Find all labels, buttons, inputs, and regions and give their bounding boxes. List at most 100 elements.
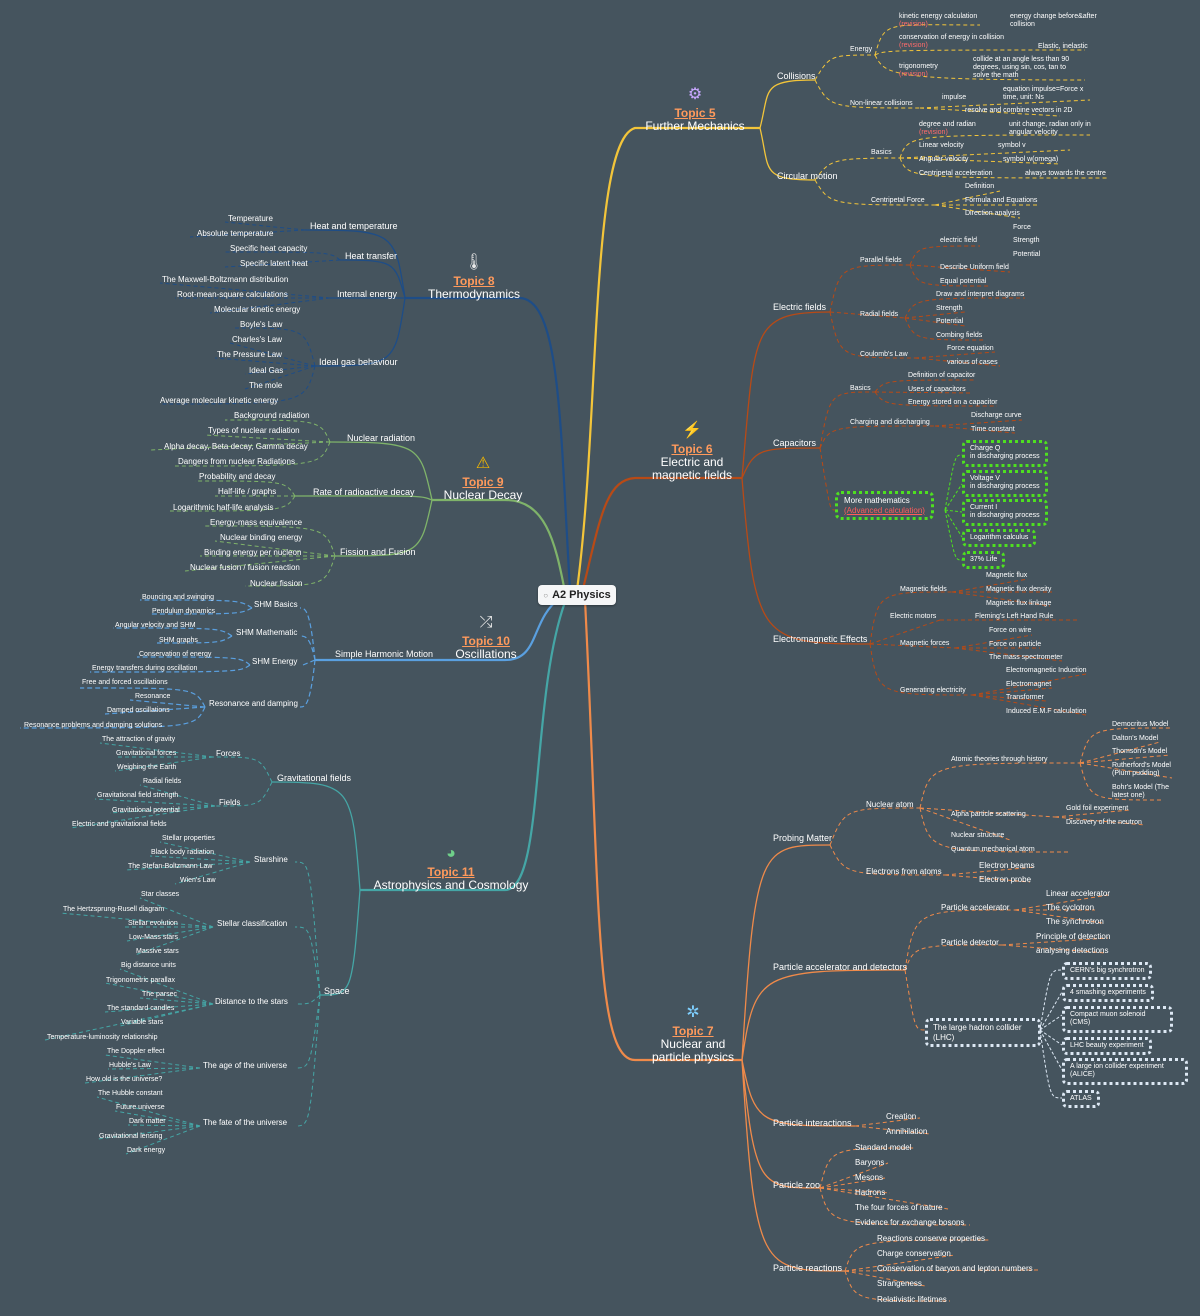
node-massive[interactable]: Massive stars [136,948,179,955]
node-creation[interactable]: Creation [886,1112,917,1121]
node-gp[interactable]: Gravitational potential [112,807,180,814]
node-temp-lum[interactable]: Temperature-luminosity relationship [47,1034,158,1041]
node-nuc-structure[interactable]: Nuclear structure [951,832,1005,839]
node-halflife[interactable]: Half-life / graphs [218,487,277,496]
node-prob[interactable]: Probability and decay [199,472,276,481]
node-force-particle[interactable]: Force on particle [989,641,1042,648]
node-linear-acc[interactable]: Linear accelerator [1046,889,1111,898]
node-force[interactable]: Force [1013,224,1031,231]
node-heat-temp[interactable]: Heat and temperature [310,221,398,231]
node-potential[interactable]: Potential [1013,251,1041,258]
node-force-eq[interactable]: Force equation [947,345,994,352]
node-abg[interactable]: Alpha decay, Beta decay, Gamma decay [164,442,308,451]
node-formula[interactable]: Formula and Equations [965,197,1038,204]
node-basics[interactable]: Basics [871,149,892,156]
node-black-body[interactable]: Black body radiation [151,849,215,856]
node-conserve-props[interactable]: Reactions conserve properties [877,1234,986,1243]
node-nonlinear[interactable]: Non-linear collisions [850,100,913,107]
node-wien[interactable]: Wien's Law [180,877,216,884]
node-c-basics[interactable]: Basics [850,385,871,392]
node-energy-stored[interactable]: Energy stored on a capacitor [908,399,998,406]
node-direction[interactable]: Direction analysis [965,210,1020,217]
node-mass-spec[interactable]: The mass spectrometer [989,654,1063,661]
node-damped[interactable]: Damped oscillations [107,707,170,714]
node-discharge-curve[interactable]: Discharge curve [971,412,1022,419]
topic-11-node[interactable]: ◕ Topic 11 Astrophysics and Cosmology [374,845,529,892]
node-cms[interactable]: Compact muon solenoid (CMS) [1062,1006,1173,1033]
node-transformer[interactable]: Transformer [1006,694,1044,701]
node-bohr[interactable]: Bohr's Model (The latest one) [1112,784,1169,800]
node-coulomb[interactable]: Coulomb's Law [860,351,908,358]
node-dark-matter[interactable]: Dark matter [129,1118,166,1125]
node-fus-fis-calc[interactable]: Nuclear fusion / fusion reaction [190,563,300,572]
node-mesons[interactable]: Mesons [855,1173,884,1182]
node-log-calc[interactable]: Logarithm calculus [962,529,1037,548]
node-deg-rad[interactable]: degree and radian(revision) [919,121,976,137]
node-charge-q[interactable]: Charge Q in discharging process [962,440,1048,467]
node-ang-vel-shm[interactable]: Angular velocity and SHM [115,622,196,629]
node-unit-change[interactable]: unit change, radian only in angular velo… [1009,121,1091,137]
node-annihilation[interactable]: Annihilation [886,1127,928,1136]
node-radial[interactable]: Radial fields [860,311,899,318]
topic-8-node[interactable]: 🌡 Topic 8 Thermodynamics [428,254,520,301]
node-voltage-v[interactable]: Voltage V in discharging process [962,470,1048,497]
node-slh[interactable]: Specific latent heat [240,259,308,268]
node-weighing[interactable]: Weighing the Earth [117,764,177,771]
node-reactions[interactable]: Particle reactions [773,1263,843,1273]
node-ideal-gas-behaviour[interactable]: Ideal gas behaviour [319,357,398,367]
node-electric-field[interactable]: electric field [940,237,977,244]
node-emc[interactable]: Energy-mass equivalence [210,518,303,527]
node-cons-energy[interactable]: Conservation of energy [139,651,212,658]
node-e-beams[interactable]: Electron beams [979,861,1035,870]
node-cern[interactable]: CERN's big synchrotron [1062,962,1153,981]
node-pressure-law[interactable]: The Pressure Law [217,350,282,359]
node-probing[interactable]: Probing Matter [773,833,833,843]
node-shm[interactable]: Simple Harmonic Motion [335,649,434,659]
node-free-forced[interactable]: Free and forced oscillations [82,679,168,686]
node-stellar-props[interactable]: Stellar properties [162,835,215,842]
node-bouncing[interactable]: Bouncing and swinging [142,594,214,601]
node-shc[interactable]: Specific heat capacity [230,244,308,253]
node-stefan[interactable]: The Stefan-Boltzmann Law [128,863,213,870]
node-stellar-class[interactable]: Stellar classification [217,919,288,928]
node-charging[interactable]: Charging and discharging [850,419,930,426]
node-starshine[interactable]: Starshine [254,855,288,864]
node-boyle[interactable]: Boyle's Law [240,320,283,329]
node-smash4[interactable]: 4 smashing experiments [1062,984,1154,1003]
node-e-probe[interactable]: Electron probe [979,875,1032,884]
node-electric-fields[interactable]: Electric fields [773,302,827,312]
node-standard[interactable]: Standard model [855,1143,912,1152]
node-draw[interactable]: Draw and interpret diagrams [936,291,1025,298]
node-shm-energy[interactable]: SHM Energy [252,657,298,666]
node-37-life[interactable]: 37% Life [962,551,1006,570]
node-more-math[interactable]: More mathematics(Advanced calculation) [835,491,934,521]
node-hubble-const[interactable]: The Hubble constant [98,1090,163,1097]
node-doppler[interactable]: The Doppler effect [107,1048,165,1055]
node-lhcb[interactable]: LHC beauty experiment [1062,1037,1152,1056]
node-thomson[interactable]: Thomson's Model [1112,748,1168,755]
node-trig-parallax[interactable]: Trigonometric parallax [106,977,175,984]
node-electrons-atoms[interactable]: Electrons from atoms [866,867,942,876]
node-forces[interactable]: Forces [216,749,241,758]
node-log-hl[interactable]: Logarithmic half-life analysis [173,503,274,512]
node-distance[interactable]: Distance to the stars [215,997,288,1006]
node-shm-math[interactable]: SHM Mathematic [236,628,298,637]
node-lin-vel[interactable]: Linear velocity [919,142,964,149]
node-hadrons[interactable]: Hadrons [855,1188,886,1197]
node-nbe[interactable]: Nuclear binding energy [220,533,303,542]
node-circular[interactable]: Circular motion [777,171,838,181]
node-time-constant[interactable]: Time constant [971,426,1015,433]
node-synchrotron[interactable]: The synchrotron [1046,917,1104,926]
node-force-wire[interactable]: Force on wire [989,627,1032,634]
node-how-old[interactable]: How old is the universe? [86,1076,163,1083]
node-r-strength[interactable]: Strength [936,305,963,312]
node-r-potential[interactable]: Potential [936,318,964,325]
node-ang-vel[interactable]: Angular velocity [919,156,969,163]
node-four-forces[interactable]: The four forces of nature [855,1203,943,1212]
node-flux-density[interactable]: Magnetic flux density [986,586,1052,593]
node-alpha-scatter[interactable]: Alpha particle scattering [951,811,1026,818]
node-bepn[interactable]: Binding energy per nucleon [204,548,302,557]
node-resonance[interactable]: Resonance [135,693,171,700]
node-shm-graphs[interactable]: SHM graphs [159,637,198,644]
node-nfission[interactable]: Nuclear fission [250,579,303,588]
